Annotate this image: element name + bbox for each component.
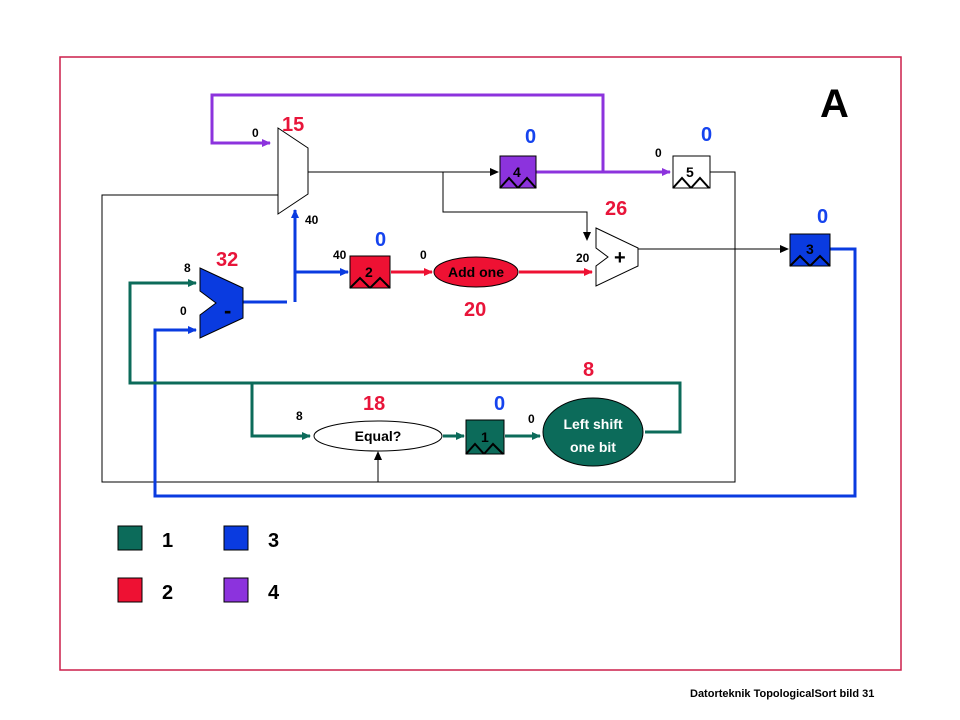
legend-swatch-purple bbox=[223, 577, 249, 603]
add-one-output-value: 20 bbox=[464, 299, 486, 321]
register-4-label: 4 bbox=[513, 164, 521, 180]
register-2-label: 2 bbox=[365, 264, 373, 280]
register-3-value: 0 bbox=[817, 206, 828, 228]
register-2-value: 0 bbox=[375, 229, 386, 251]
shift-input-value: 0 bbox=[528, 412, 535, 426]
left-shift-unit bbox=[542, 397, 644, 467]
equal-unit bbox=[313, 420, 443, 452]
register-3: 3 bbox=[789, 233, 831, 267]
mux-top-input1-value: 40 bbox=[305, 213, 319, 227]
black-wires bbox=[101, 168, 789, 483]
register-1: 1 bbox=[465, 419, 505, 455]
legend-swatch-green bbox=[117, 525, 143, 551]
green-wires bbox=[128, 279, 682, 440]
register-3-label: 3 bbox=[806, 241, 814, 257]
add-one-input-value: 0 bbox=[420, 248, 427, 262]
register-1-value: 0 bbox=[494, 393, 505, 415]
register-2-input-value: 40 bbox=[333, 248, 347, 262]
adder-symbol: + bbox=[614, 247, 626, 269]
register-2: 2 bbox=[349, 255, 391, 289]
legend-swatch-blue bbox=[223, 525, 249, 551]
register-4-value: 0 bbox=[525, 126, 536, 148]
legend-swatch-red bbox=[117, 577, 143, 603]
equal-label: Equal? bbox=[355, 428, 402, 444]
legend: 1 3 2 4 bbox=[117, 525, 280, 604]
shift-output-value: 8 bbox=[583, 359, 594, 381]
equal-input-value: 8 bbox=[296, 409, 303, 423]
adder bbox=[595, 227, 639, 287]
adder-output-value: 26 bbox=[605, 198, 627, 220]
legend-label-green: 1 bbox=[162, 530, 173, 552]
legend-label-purple: 4 bbox=[268, 582, 280, 604]
blue-wires bbox=[153, 209, 857, 498]
add-one-label: Add one bbox=[448, 264, 504, 280]
diagram-frame bbox=[59, 56, 902, 671]
subtractor-output-value: 32 bbox=[216, 249, 238, 271]
subtractor-symbol: - bbox=[224, 298, 231, 323]
register-5-value: 0 bbox=[701, 124, 712, 146]
left-shift-label-line2: one bit bbox=[570, 439, 616, 455]
slide-footer: Datorteknik TopologicalSort bild 31 bbox=[690, 688, 875, 700]
left-shift-label-line1: Left shift bbox=[563, 416, 622, 432]
register-5-label: 5 bbox=[686, 164, 694, 180]
register-1-label: 1 bbox=[481, 429, 489, 445]
mux-top-input0-value: 0 bbox=[252, 126, 259, 140]
adder-input-value: 20 bbox=[576, 251, 590, 265]
diagram-title: A bbox=[820, 82, 849, 126]
equal-output-value: 18 bbox=[363, 393, 385, 415]
register-5: 5 bbox=[672, 155, 711, 189]
mux-top-output-value: 15 bbox=[282, 114, 304, 136]
add-one-unit bbox=[433, 256, 519, 288]
subtractor bbox=[199, 267, 244, 339]
top-multiplexer bbox=[277, 127, 309, 215]
register-4: 4 bbox=[499, 155, 537, 189]
register-5-input-value: 0 bbox=[655, 146, 662, 160]
subtractor-input-bottom-value: 0 bbox=[180, 304, 187, 318]
purple-wires bbox=[210, 93, 671, 176]
legend-label-red: 2 bbox=[162, 582, 173, 604]
subtractor-input-top-value: 8 bbox=[184, 261, 191, 275]
legend-label-blue: 3 bbox=[268, 530, 279, 552]
